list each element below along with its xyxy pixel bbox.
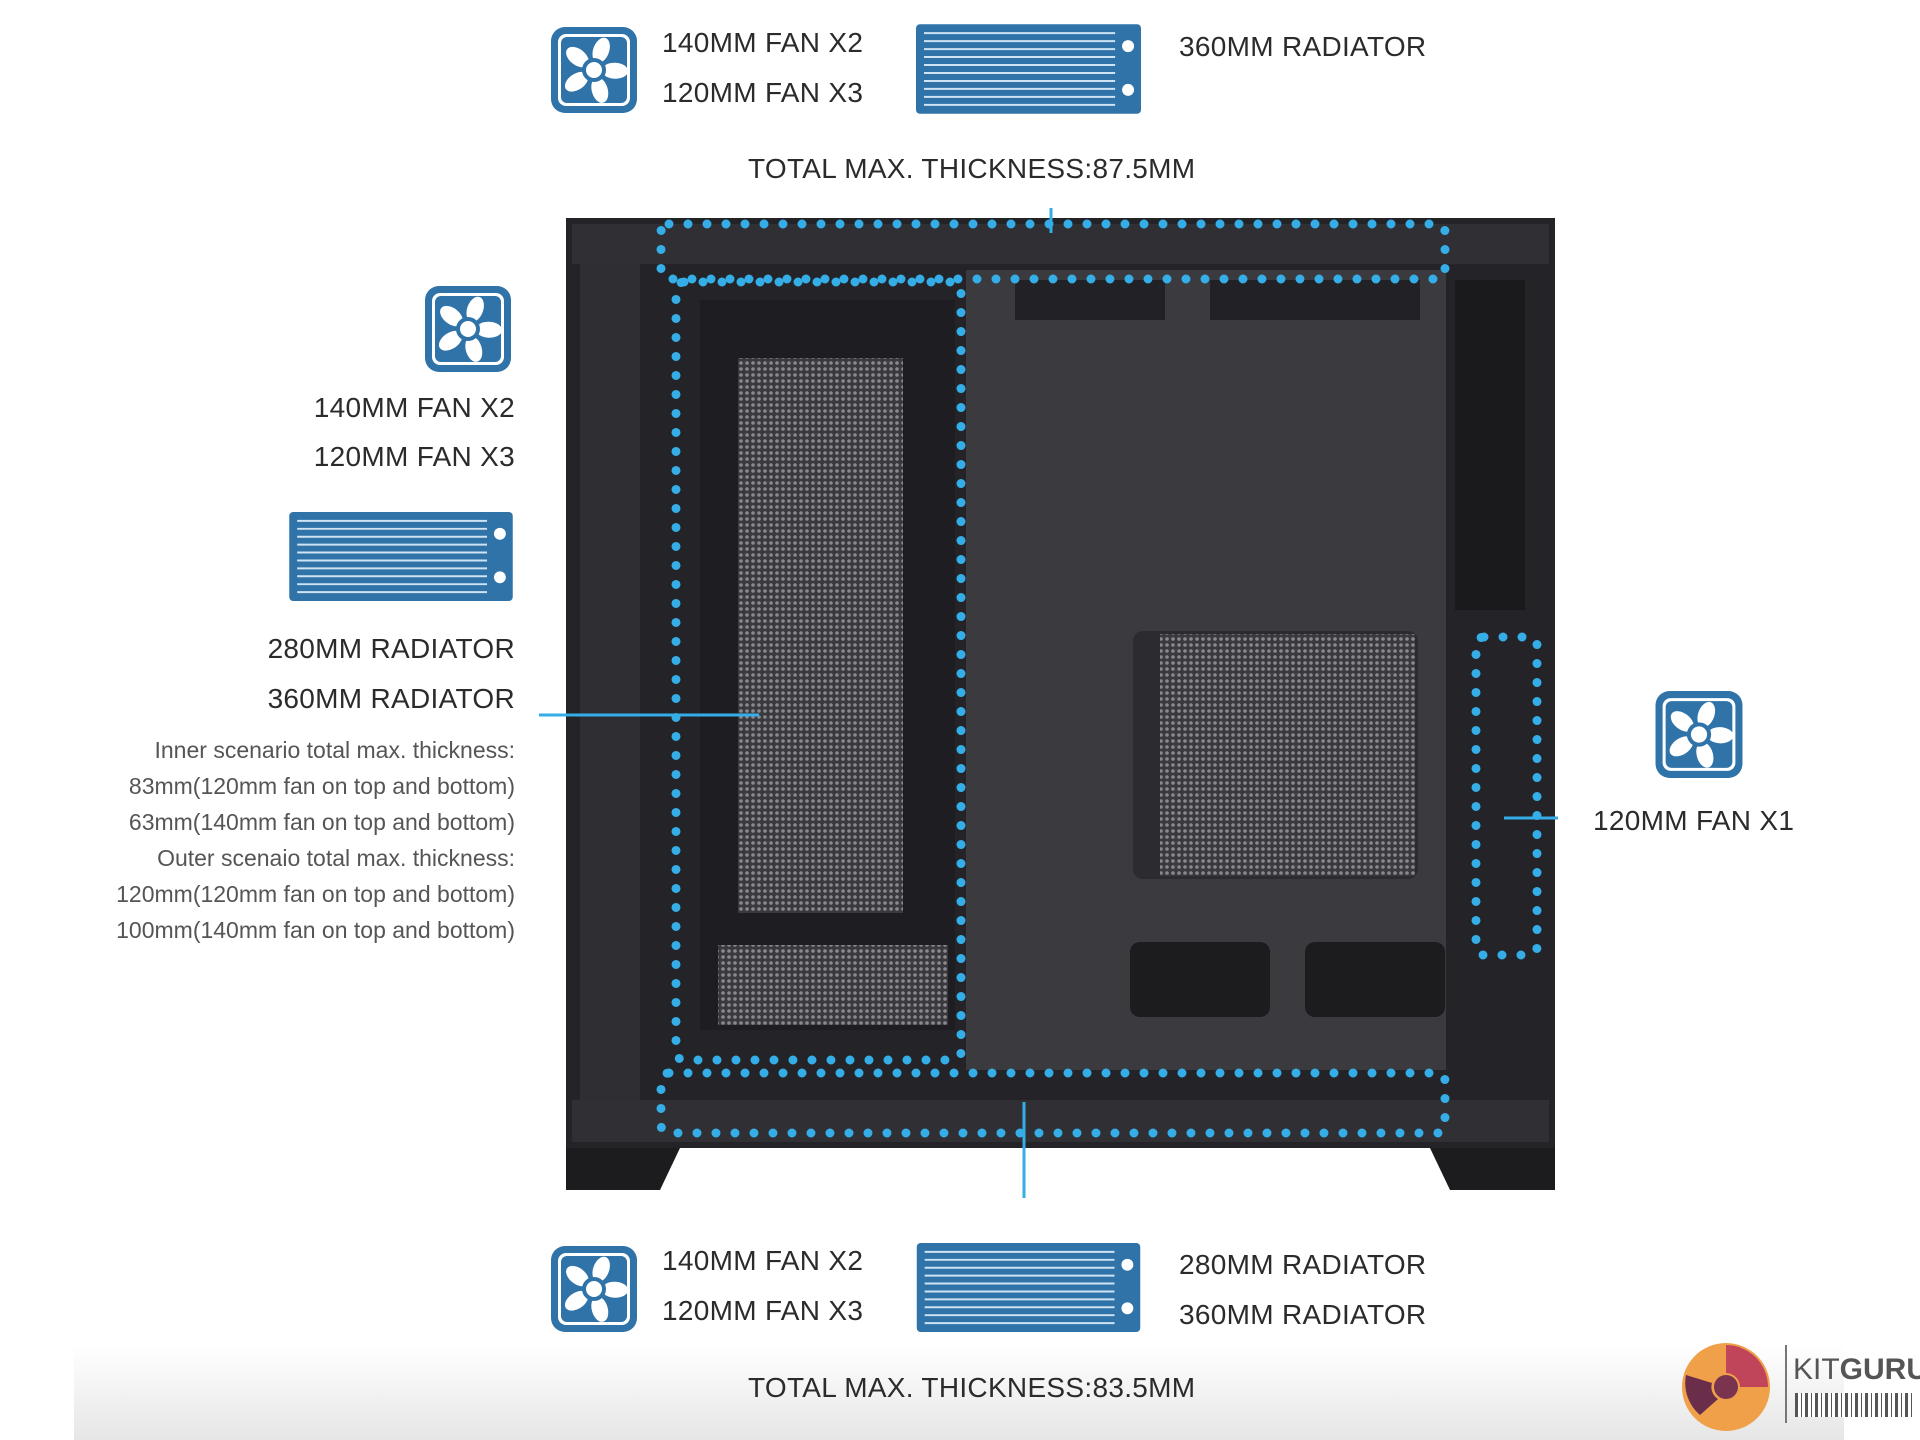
brand-kit: KIT: [1793, 1353, 1840, 1386]
top-fan-icon: [549, 24, 639, 116]
bottom-radiator-360: 360MM RADIATOR: [1179, 1299, 1427, 1330]
kitguru-watermark: KITGURU: [1680, 1335, 1920, 1440]
side-radiator-360: 360MM RADIATOR: [267, 683, 515, 714]
top-radiator-icon: [916, 24, 1141, 114]
top-mount-zone: [656, 219, 1450, 284]
top-fan-140: 140MM FAN X2: [662, 27, 864, 58]
floor-shadow: [74, 1345, 1844, 1440]
bottom-radiator-280: 280MM RADIATOR: [1179, 1249, 1427, 1280]
bottom-fan-icon: [549, 1243, 639, 1335]
barcode-graphic: [1795, 1393, 1915, 1417]
rear-fan-120: 120MM FAN X1: [1593, 805, 1795, 836]
side-radiator-icon: [288, 512, 514, 601]
side-mount-zone: [671, 277, 966, 1065]
side-fan-140: 140MM FAN X2: [313, 392, 515, 423]
bottom-mount-zone: [656, 1068, 1450, 1138]
bottom-thickness: TOTAL MAX. THICKNESS:83.5MM: [748, 1372, 1196, 1403]
side-radiator-280: 280MM RADIATOR: [267, 633, 515, 664]
bottom-fan-120: 120MM FAN X3: [662, 1295, 864, 1326]
thickness-notes: Inner scenario total max. thickness: 83m…: [116, 732, 515, 948]
note-line: 120mm(120mm fan on top and bottom): [116, 881, 515, 907]
note-line: 63mm(140mm fan on top and bottom): [128, 809, 515, 835]
note-line: 83mm(120mm fan on top and bottom): [128, 773, 515, 799]
note-line: 100mm(140mm fan on top and bottom): [116, 917, 515, 943]
bottom-fan-140: 140MM FAN X2: [662, 1245, 864, 1276]
rear-mount-zone: [1471, 632, 1542, 960]
note-line: Outer scenaio total max. thickness:: [157, 845, 515, 871]
side-fan-icon: [422, 284, 514, 374]
top-thickness: TOTAL MAX. THICKNESS:87.5MM: [748, 153, 1196, 184]
side-fan-120: 120MM FAN X3: [313, 441, 515, 472]
note-line: Inner scenario total max. thickness:: [154, 737, 516, 763]
top-radiator-360: 360MM RADIATOR: [1179, 31, 1427, 62]
brand-guru: GURU: [1839, 1353, 1920, 1386]
top-fan-120: 120MM FAN X3: [662, 77, 864, 108]
rear-fan-icon: [1653, 689, 1745, 780]
mounting-zones: [656, 219, 1542, 1138]
leader-lines: [539, 208, 1558, 1198]
kitguru-logo-icon: [1682, 1343, 1770, 1431]
bottom-radiator-icon: [916, 1243, 1141, 1332]
case-body: [566, 218, 1555, 1190]
